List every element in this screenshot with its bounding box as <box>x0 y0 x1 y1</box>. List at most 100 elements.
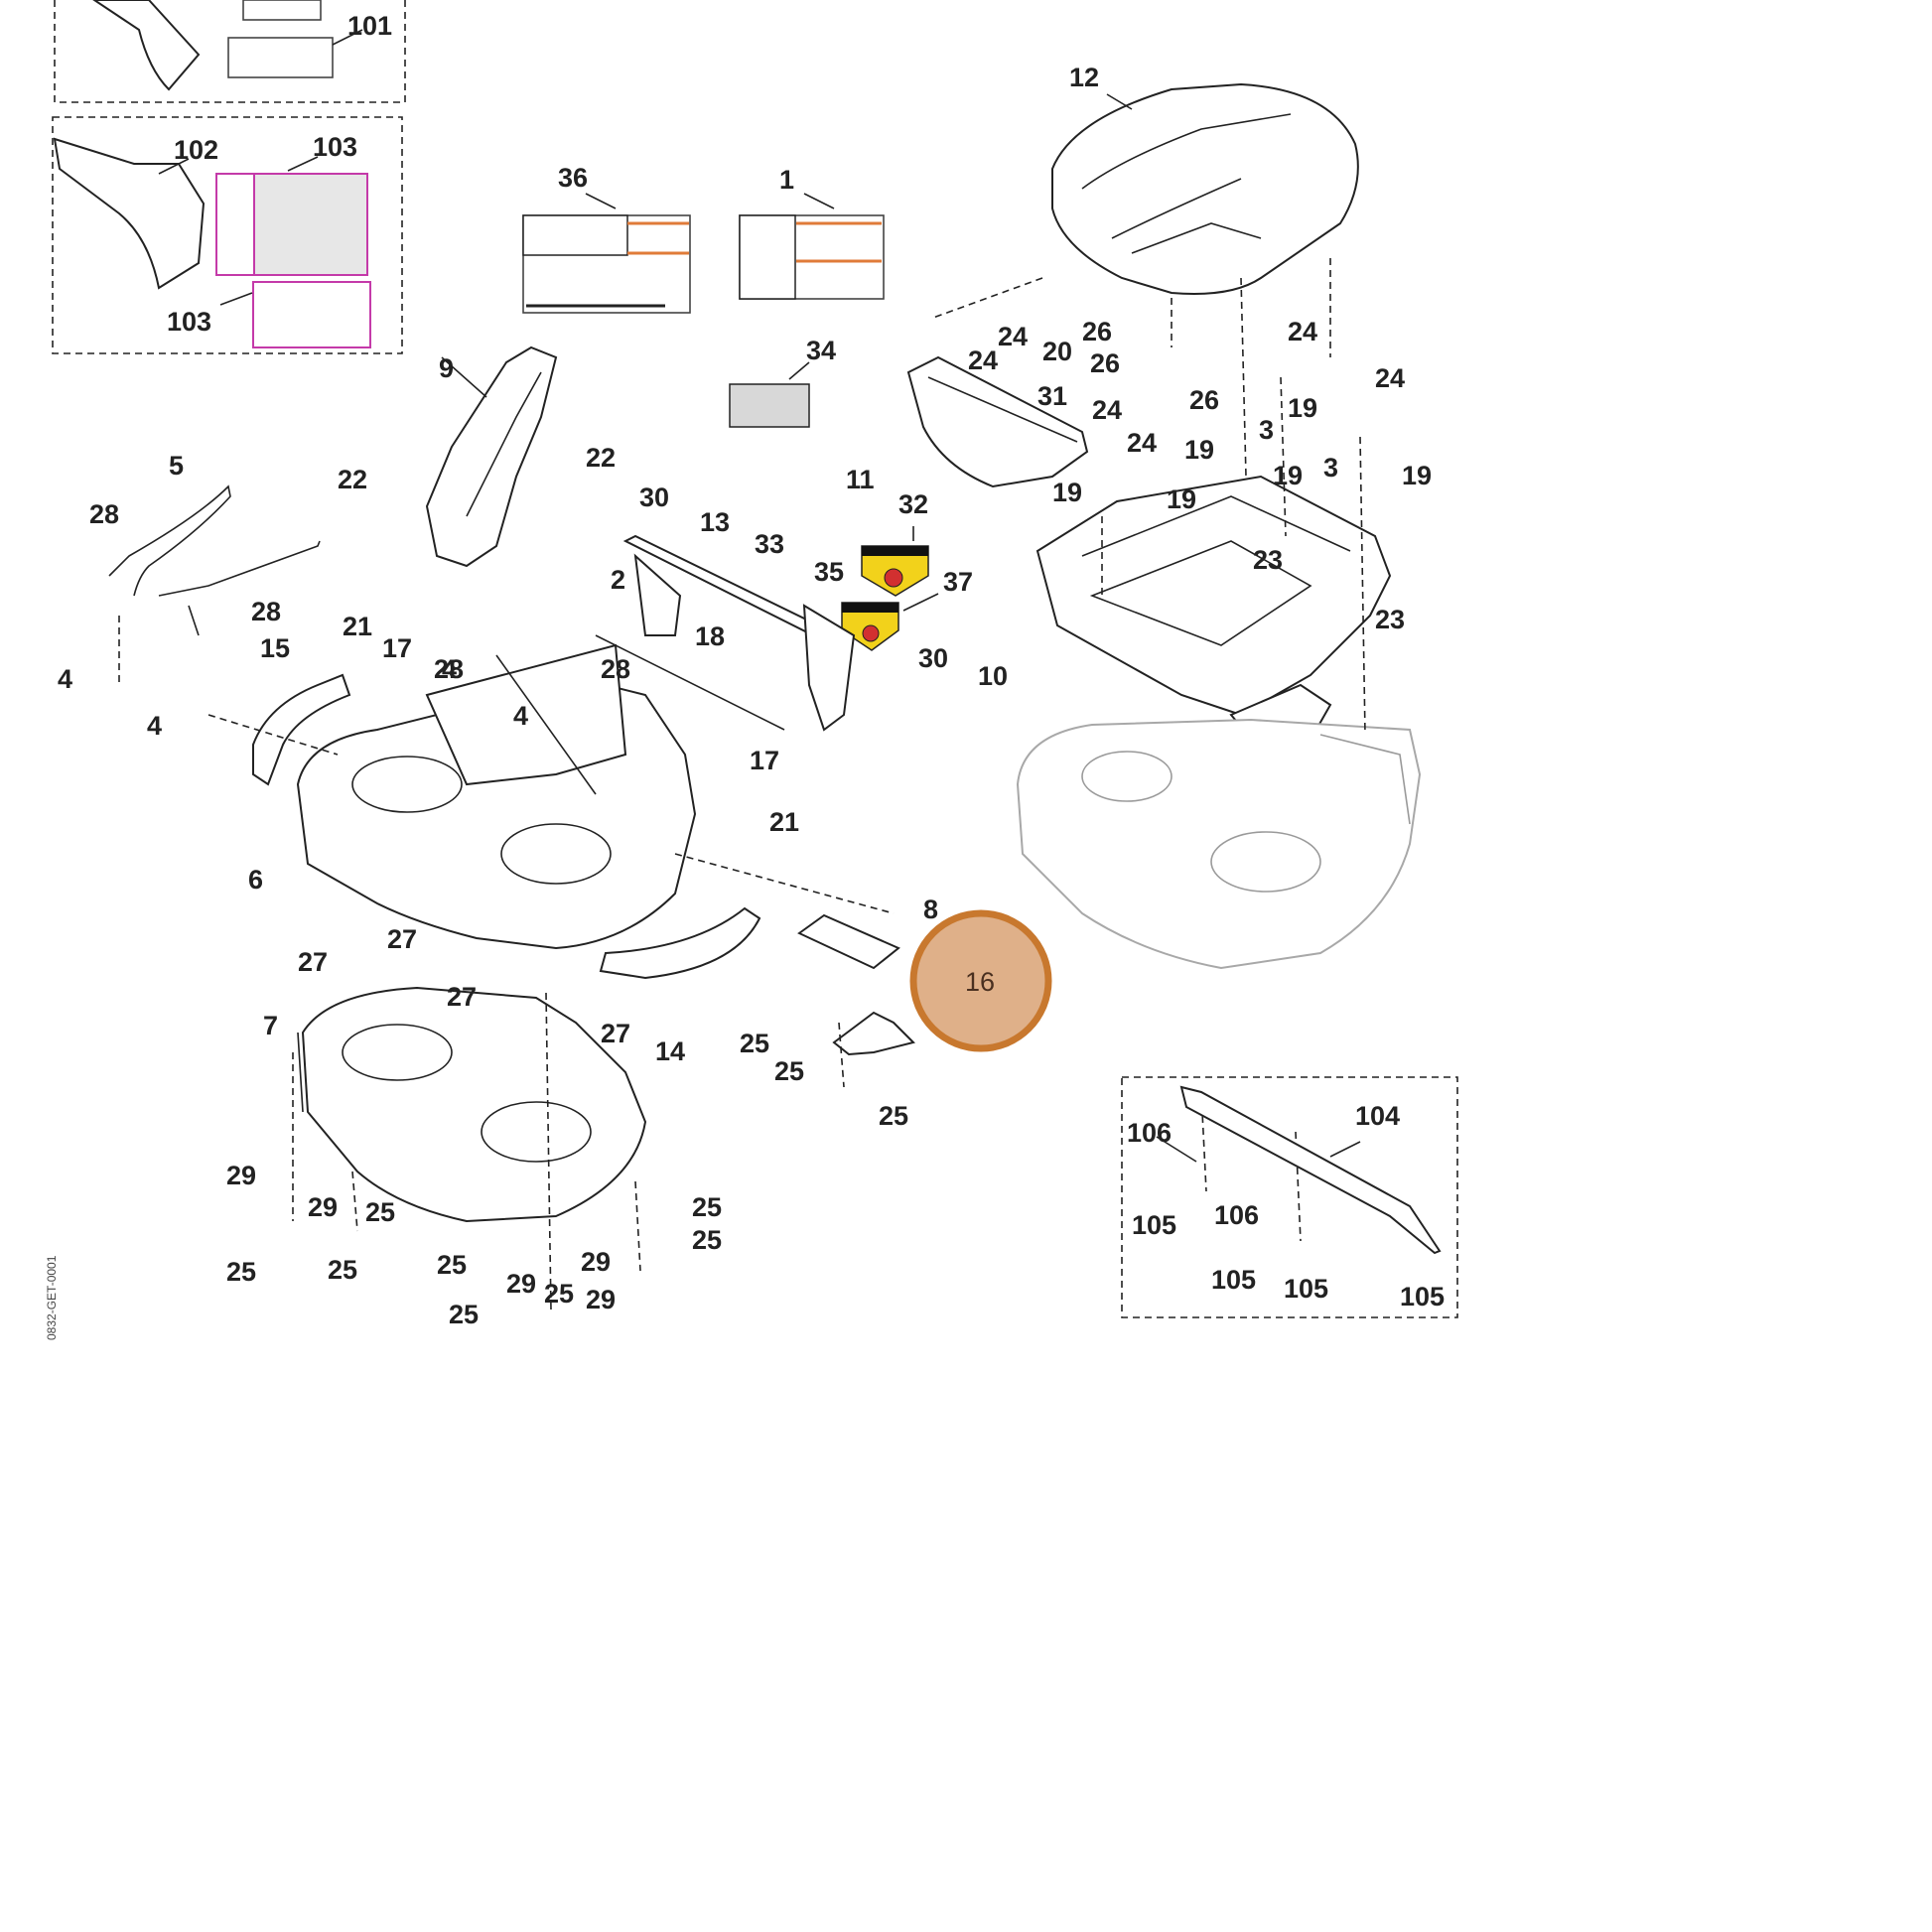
callout: 105 <box>1284 1274 1328 1304</box>
callout: 36 <box>558 163 588 193</box>
bar-part-13 <box>622 534 856 732</box>
callout: 104 <box>1355 1101 1400 1131</box>
callout: 24 <box>998 322 1028 351</box>
callout: 2 <box>611 565 625 595</box>
callout: 24 <box>1127 428 1157 458</box>
callout: 31 <box>1037 381 1067 411</box>
callout: 28 <box>89 499 119 529</box>
callout: 25 <box>328 1255 357 1285</box>
callout: 28 <box>251 597 281 626</box>
callout: 19 <box>1052 478 1082 507</box>
callout: 29 <box>586 1285 616 1314</box>
callout: 22 <box>338 465 367 494</box>
callout: 29 <box>506 1269 536 1299</box>
callout: 3 <box>1323 453 1338 483</box>
callout: 29 <box>308 1192 338 1222</box>
guard-part-14 <box>599 906 761 980</box>
callout: 17 <box>750 746 779 775</box>
callout: 8 <box>923 895 938 924</box>
callout: 19 <box>1288 393 1317 423</box>
callout: 32 <box>898 489 928 519</box>
callout: 27 <box>447 982 477 1012</box>
callout: 34 <box>806 336 836 365</box>
callout: 26 <box>1090 348 1120 378</box>
linkage-part-5 <box>108 484 321 636</box>
callout: 7 <box>263 1011 278 1040</box>
inset-box-part-104 <box>1121 1076 1458 1318</box>
callout: 106 <box>1214 1200 1259 1230</box>
callout: 105 <box>1211 1265 1256 1295</box>
callout: 4 <box>58 664 72 694</box>
callout: 103 <box>313 132 357 162</box>
callout: 24 <box>1288 317 1317 346</box>
callout: 29 <box>581 1247 611 1277</box>
guard-part-15 <box>252 673 351 786</box>
callout: 25 <box>879 1101 908 1131</box>
callout: 20 <box>1042 337 1072 366</box>
callout: 19 <box>1273 461 1303 490</box>
callout: 26 <box>1082 317 1112 346</box>
decal-1 <box>739 193 885 300</box>
plate-part-8 <box>797 913 900 970</box>
callout: 25 <box>226 1257 256 1287</box>
bracket-part-16 <box>832 1011 915 1056</box>
callout: 15 <box>260 633 290 663</box>
callout: 25 <box>774 1056 804 1086</box>
callout: 19 <box>1167 484 1196 514</box>
callout: 25 <box>544 1279 574 1309</box>
callout: 3 <box>1259 415 1274 445</box>
callout: 9 <box>439 353 454 383</box>
callout: 26 <box>1189 385 1219 415</box>
callout: 22 <box>586 443 616 473</box>
highlight-marker-16[interactable]: 16 <box>909 909 1052 1052</box>
callout: 25 <box>692 1225 722 1255</box>
callout: 13 <box>700 507 730 537</box>
callout: 25 <box>740 1029 769 1058</box>
callout: 23 <box>1253 545 1283 575</box>
callout: 30 <box>918 643 948 673</box>
callout: 17 <box>382 633 412 663</box>
callout: 25 <box>437 1250 467 1280</box>
deck-assembly-faint <box>1016 718 1422 970</box>
callout: 37 <box>943 567 973 597</box>
callout: 11 <box>846 465 875 494</box>
callout: 30 <box>639 483 669 512</box>
callout: 25 <box>692 1192 722 1222</box>
frame-part-10 <box>1035 475 1392 747</box>
callout: 4 <box>513 701 528 731</box>
decal-37 <box>841 593 939 651</box>
callout: 4 <box>442 654 457 684</box>
highlighted-part-number: 16 <box>965 967 995 997</box>
callout: 27 <box>601 1019 630 1048</box>
callout: 27 <box>298 947 328 977</box>
hood-part-12 <box>1051 82 1359 295</box>
callout: 105 <box>1132 1210 1176 1240</box>
callout-labels: 101 102 103 103 36 1 12 34 9 22 22 30 13… <box>58 11 1445 1329</box>
callout: 24 <box>968 345 998 375</box>
callout: 25 <box>449 1300 479 1329</box>
callout: 28 <box>601 654 630 684</box>
callout: 21 <box>769 807 799 837</box>
callout: 106 <box>1127 1118 1172 1148</box>
drawing-code: 0832-GET-0001 <box>45 1255 59 1340</box>
cover-part-11 <box>906 355 1089 488</box>
callout: 105 <box>1400 1282 1445 1311</box>
callout: 14 <box>655 1036 685 1066</box>
callout: 6 <box>248 865 263 895</box>
callout: 21 <box>343 612 372 641</box>
callout: 18 <box>695 621 725 651</box>
callout: 28 <box>434 654 464 684</box>
rod-part-18 <box>595 634 785 731</box>
inset-box-decals-top <box>54 0 406 103</box>
callout: 27 <box>387 924 417 954</box>
callout: 19 <box>1184 435 1214 465</box>
callout: 19 <box>1402 461 1432 490</box>
callout: 10 <box>978 661 1008 691</box>
callout: 102 <box>174 135 218 165</box>
callout: 24 <box>1092 395 1122 425</box>
svg-text:0832-GET-0001: 0832-GET-0001 <box>45 1255 59 1340</box>
callout: 4 <box>147 711 162 741</box>
callout: 101 <box>347 11 392 41</box>
blade-housing-part-7 <box>297 986 647 1223</box>
